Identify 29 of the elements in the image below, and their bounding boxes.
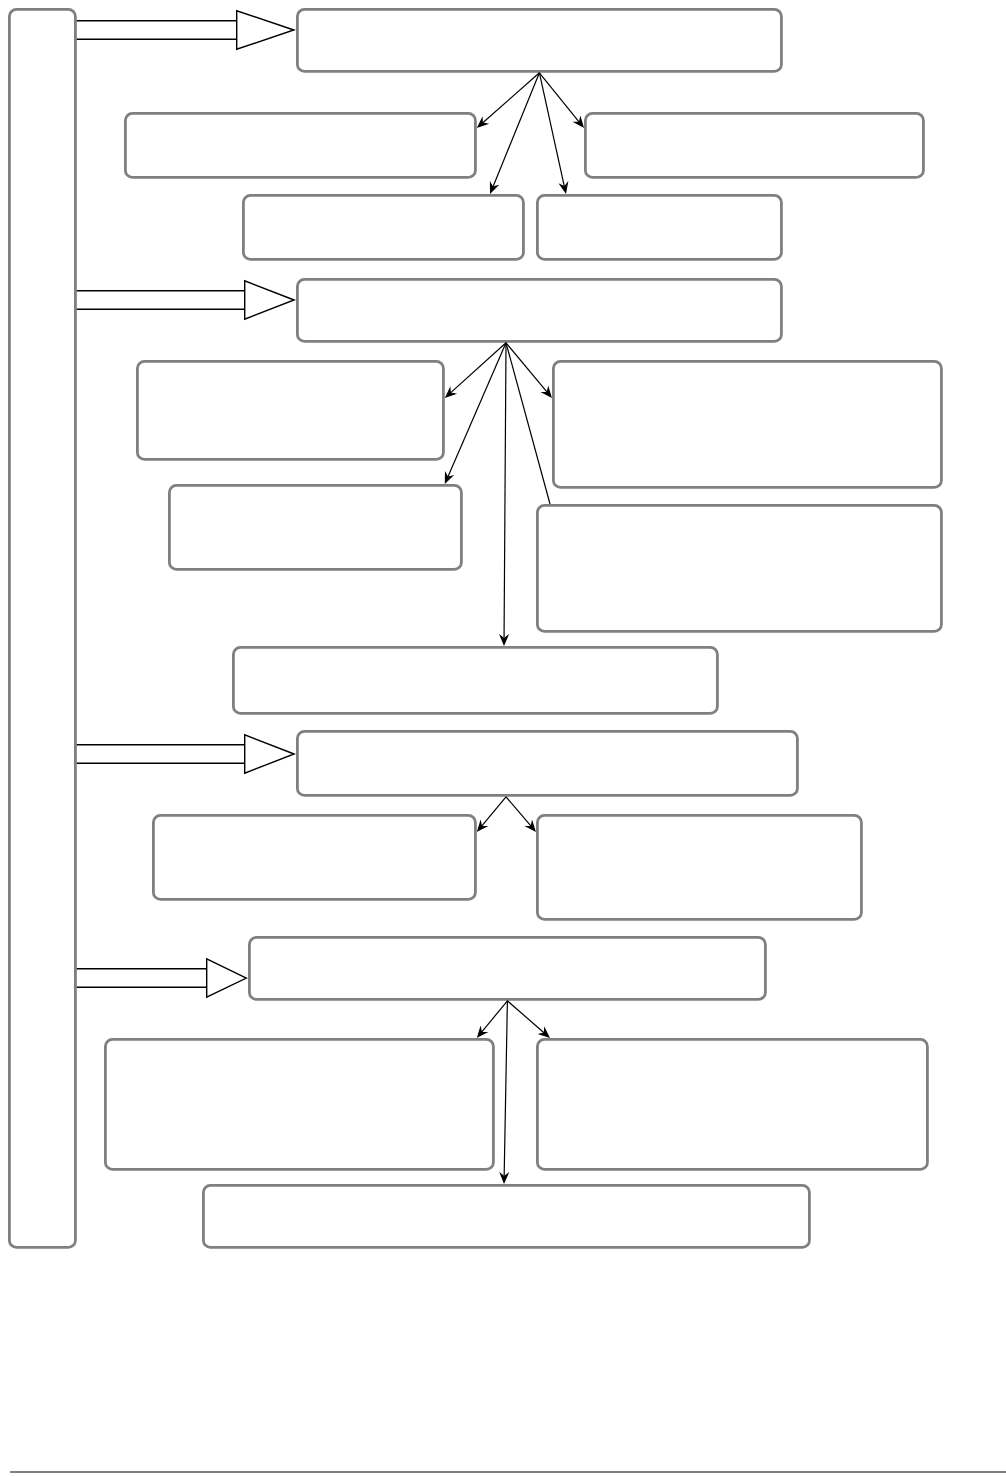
arrow [538, 72, 584, 128]
process-box [552, 360, 943, 489]
process-box [296, 278, 783, 343]
arrow [506, 1000, 550, 1038]
process-box [124, 112, 477, 179]
process-box [536, 1038, 929, 1171]
process-box [168, 484, 463, 571]
process-box [536, 814, 863, 921]
process-box [296, 730, 799, 797]
arrow [538, 72, 569, 194]
process-box [296, 8, 783, 73]
arrow [444, 342, 507, 484]
process-box [536, 504, 943, 633]
arrow [505, 342, 552, 398]
arrow [499, 1000, 510, 1184]
process-box [248, 936, 767, 1001]
process-box [584, 112, 925, 179]
connector-line [505, 342, 551, 505]
process-box [536, 194, 783, 261]
vertical-bar [8, 8, 77, 1249]
process-box [136, 360, 445, 461]
process-box [232, 646, 719, 715]
arrow [499, 342, 510, 646]
arrow [489, 72, 540, 194]
process-box [202, 1184, 811, 1249]
arrow [505, 796, 536, 832]
process-box [242, 194, 525, 261]
process-box [152, 814, 477, 901]
process-box [104, 1038, 495, 1171]
